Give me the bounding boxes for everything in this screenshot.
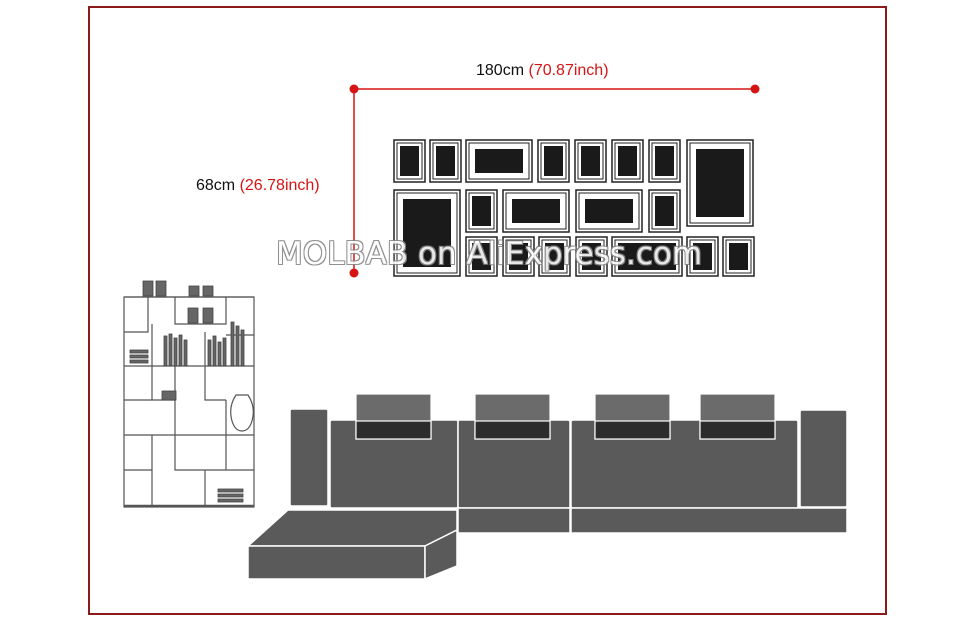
photo-frame xyxy=(686,139,754,227)
photo-frame xyxy=(648,139,681,183)
photo-frame xyxy=(465,139,533,183)
photo-frame xyxy=(393,189,461,277)
height-cm: 68cm xyxy=(196,177,236,194)
sofa xyxy=(246,408,848,581)
photo-frame xyxy=(722,236,755,277)
outer-border xyxy=(88,6,887,615)
photo-frame xyxy=(611,139,644,183)
bookshelf-items xyxy=(129,280,245,503)
photo-frame xyxy=(575,236,608,277)
photo-frame xyxy=(648,189,681,233)
width-label: 180cm (70.87inch) xyxy=(476,62,609,80)
photo-frame xyxy=(465,236,498,277)
bookshelf xyxy=(123,296,255,508)
photo-frame xyxy=(574,139,607,183)
photo-frame xyxy=(393,139,426,183)
height-inch: (26.78inch) xyxy=(239,177,320,194)
photo-frame xyxy=(465,189,498,233)
photo-frame xyxy=(429,139,462,183)
sofa-cushions xyxy=(355,393,776,440)
photo-frame xyxy=(502,236,535,277)
photo-frame xyxy=(537,139,570,183)
watermark: MOLBAB on AliExpress.com xyxy=(276,236,703,272)
dimension-lines xyxy=(349,84,760,278)
height-label: 68cm (26.78inch) xyxy=(196,177,320,195)
photo-frame xyxy=(611,236,683,277)
width-inch: (70.87inch) xyxy=(528,62,609,79)
photo-frame xyxy=(575,189,643,233)
photo-frame xyxy=(686,236,719,277)
width-cm: 180cm xyxy=(476,62,525,79)
photo-frame xyxy=(502,189,570,233)
photo-frame xyxy=(538,236,571,277)
photo-frame-wall xyxy=(393,139,755,277)
